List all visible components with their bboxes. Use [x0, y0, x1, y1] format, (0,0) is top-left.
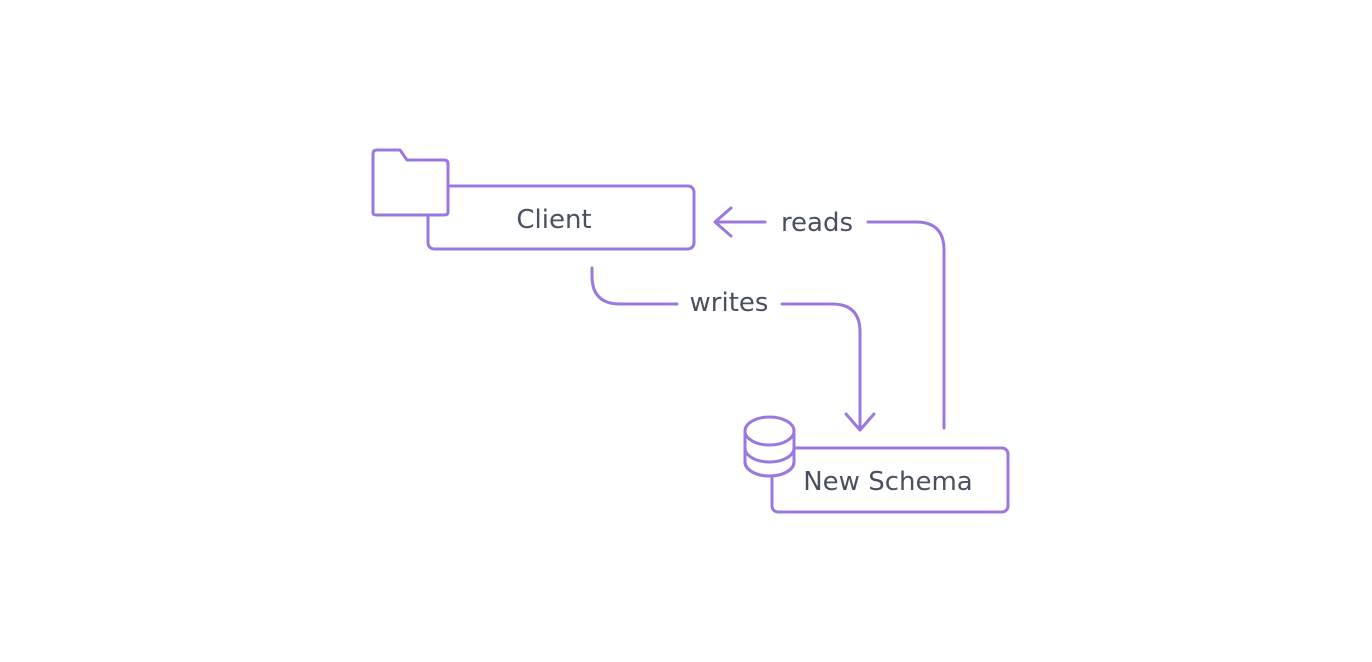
new-schema-label: New Schema — [803, 467, 973, 497]
reads-edge: reads — [713, 206, 946, 430]
new-schema-box — [770, 446, 1010, 514]
database-icon — [743, 415, 796, 478]
writes-edge: writes — [590, 266, 876, 432]
reads-connector — [866, 220, 946, 430]
client-label: Client — [516, 205, 591, 235]
writes-label: writes — [690, 288, 769, 318]
writes-arrowhead-icon — [844, 412, 876, 432]
writes-connector-head — [590, 266, 679, 306]
folder-icon — [371, 148, 450, 217]
reads-arrowhead-icon — [713, 206, 733, 238]
reads-label: reads — [781, 208, 853, 238]
client-node: Client — [371, 148, 696, 251]
writes-connector — [780, 302, 862, 430]
new-schema-node: New Schema — [743, 415, 1010, 514]
client-box — [426, 184, 696, 251]
